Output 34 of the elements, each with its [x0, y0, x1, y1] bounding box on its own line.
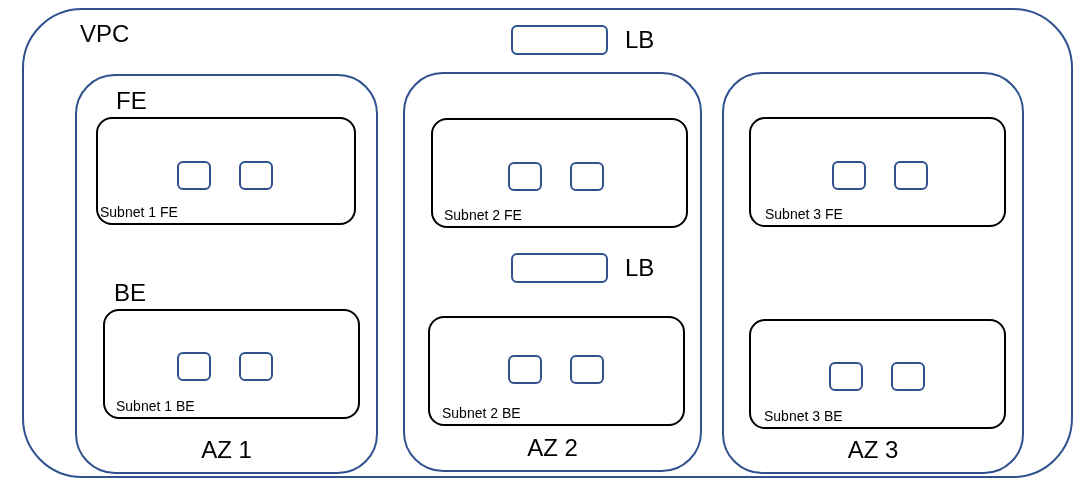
instance-box: [239, 161, 273, 190]
availability-zone-box: [75, 74, 378, 474]
availability-zone-box: [403, 72, 702, 472]
instance-box: [891, 362, 925, 391]
subnet-label: Subnet 1 BE: [116, 399, 195, 413]
subnet-box: [749, 319, 1006, 429]
instance-box: [570, 162, 604, 191]
zone-label: AZ 1: [201, 438, 252, 462]
instance-box: [177, 352, 211, 381]
subnet-label: Subnet 1 FE: [100, 205, 178, 219]
instance-box: [570, 355, 604, 384]
instance-box: [894, 161, 928, 190]
load-balancer-label: LB: [625, 256, 655, 280]
zone-label: AZ 2: [527, 436, 578, 460]
subnet-label: Subnet 3 FE: [765, 207, 843, 221]
instance-box: [508, 355, 542, 384]
instance-box: [239, 352, 273, 381]
load-balancer-label: LB: [625, 28, 655, 52]
availability-zone-box: [722, 72, 1024, 474]
vpc-container: [22, 8, 1073, 478]
subnet-box: [749, 117, 1006, 227]
subnet-box: [431, 118, 688, 228]
zone-label: AZ 3: [847, 438, 899, 462]
tier-heading: BE: [114, 281, 146, 305]
tier-heading: FE: [116, 89, 147, 113]
subnet-label: Subnet 2 BE: [442, 406, 521, 420]
vpc-label: VPC: [80, 22, 130, 46]
instance-box: [177, 161, 211, 190]
instance-box: [832, 161, 866, 190]
subnet-label: Subnet 3 BE: [764, 409, 843, 423]
subnet-label: Subnet 2 FE: [444, 208, 522, 222]
instance-box: [829, 362, 863, 391]
instance-box: [508, 162, 542, 191]
subnet-box: [428, 316, 685, 426]
